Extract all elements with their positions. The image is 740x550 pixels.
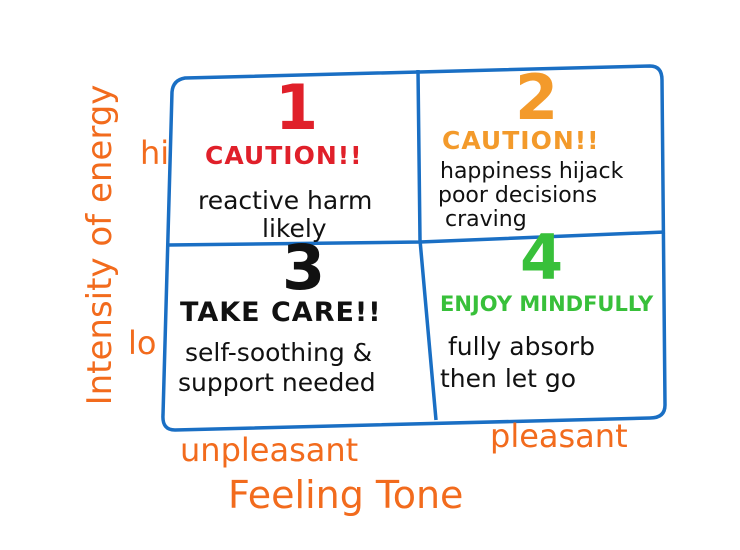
x-axis-label: Feeling Tone xyxy=(228,473,464,517)
quadrant-1-number: 1 xyxy=(275,71,319,144)
quadrant-1-line: reactive harm xyxy=(198,186,373,215)
quadrant-2-heading: CAUTION!! xyxy=(442,126,600,155)
quadrant-2-line: craving xyxy=(445,207,527,232)
grid-vertical-divider xyxy=(416,69,438,421)
y-axis-high-label: hi xyxy=(140,134,170,172)
grid-outer-border xyxy=(161,64,667,432)
y-axis-low-label: lo xyxy=(128,324,157,362)
quadrant-1-heading: CAUTION!! xyxy=(205,141,363,170)
quadrant-4-line: fully absorb xyxy=(448,332,595,361)
x-axis-left-label: unpleasant xyxy=(180,431,359,469)
quadrant-4-number: 4 xyxy=(520,221,564,294)
quadrant-3-line: support needed xyxy=(178,368,376,397)
quadrant-3-heading: TAKE CARE!! xyxy=(180,297,382,328)
quadrant-3-number: 3 xyxy=(282,231,326,304)
quadrant-4-heading: ENJOY MINDFULLY xyxy=(440,292,654,316)
quadrant-4-line: then let go xyxy=(440,364,577,393)
quadrant-1-line: likely xyxy=(262,214,327,243)
quadrant-2-line: happiness hijack xyxy=(440,159,624,184)
y-axis-label: Intensity of energy xyxy=(80,84,120,406)
quadrant-2-number: 2 xyxy=(515,61,559,134)
x-axis-right-label: pleasant xyxy=(490,417,628,455)
grid-horizontal-divider xyxy=(167,230,666,247)
quadrant-3-line: self-soothing & xyxy=(185,338,373,367)
quadrant-2-line: poor decisions xyxy=(438,183,598,208)
